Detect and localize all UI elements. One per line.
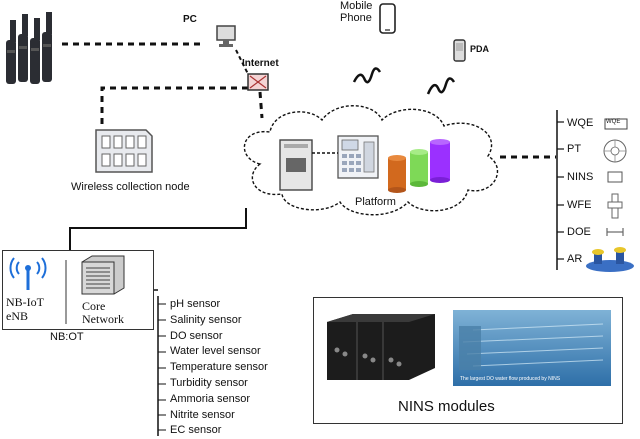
wfe-icon [607,193,623,219]
nbot-label: NB:OT [50,331,84,343]
router-icon [247,73,269,91]
doe-icon [606,228,624,236]
wireless-signal-phone [352,67,382,84]
equip-pt: PT [567,143,582,155]
pc-label: PC [183,14,197,25]
platform-label: Platform [355,196,396,208]
equip-ar: AR [567,253,583,265]
core-network-label-1: Core [82,299,106,313]
nb-divider [65,260,67,324]
equip-doe: DOE [567,226,591,238]
sensor-item: DO sensor [170,329,223,342]
mobile-phone-label-2: Phone [340,12,372,24]
nins-modules-title: NINS modules [398,398,495,415]
core-network-server-icon [81,255,125,295]
equip-wqe: WQE [567,117,594,129]
sensor-item: Turbidity sensor [170,376,248,389]
water-flow-photo [453,310,611,386]
control-panel-icon [337,135,379,179]
nbiot-label-1: NB-IoT [6,295,44,309]
nins-modules-photo [327,314,435,380]
sensor-item: Salinity sensor [170,313,242,326]
pda-label: PDA [470,44,490,54]
data-cylinders-icon [388,139,450,193]
sensor-item: pH sensor [170,298,221,310]
water-flow-caption: The largest DO water flow produced by NI… [460,376,561,382]
sensor-item: Nitrite sensor [170,408,235,421]
probes-icon [6,12,52,84]
core-network-label-2: Network [82,312,124,326]
server-icon [279,139,313,191]
cell-tower-icon [9,257,47,290]
sensor-list: pH sensor Salinity sensor DO sensor Wate… [170,297,268,439]
wqe-device-icon [604,118,628,130]
platform-link [312,152,338,154]
wireless-node-label: Wireless collection node [71,181,190,193]
wireless-signal-pda [426,77,456,95]
pc-icon [216,25,236,47]
sensor-item: Water level sensor [170,345,261,358]
wireless-node-icon [95,129,153,173]
internet-label: Internet [242,58,279,69]
equip-wfe: WFE [567,199,592,211]
equip-nins: NINS [567,171,594,183]
pt-icon [603,139,627,163]
nbiot-label-2: eNB [6,309,28,323]
aerator-icon [586,247,634,272]
sensor-item: Ammoria sensor [170,392,251,405]
sensor-item: EC sensor [170,424,222,437]
nins-small-icon [607,171,623,183]
mobile-phone-label-1: Mobile [340,0,373,12]
mobile-phone-icon [379,3,396,34]
sensor-item: Temperature sensor [170,361,268,374]
wqe-device-text: WQE [606,119,621,125]
pda-icon [453,39,466,62]
